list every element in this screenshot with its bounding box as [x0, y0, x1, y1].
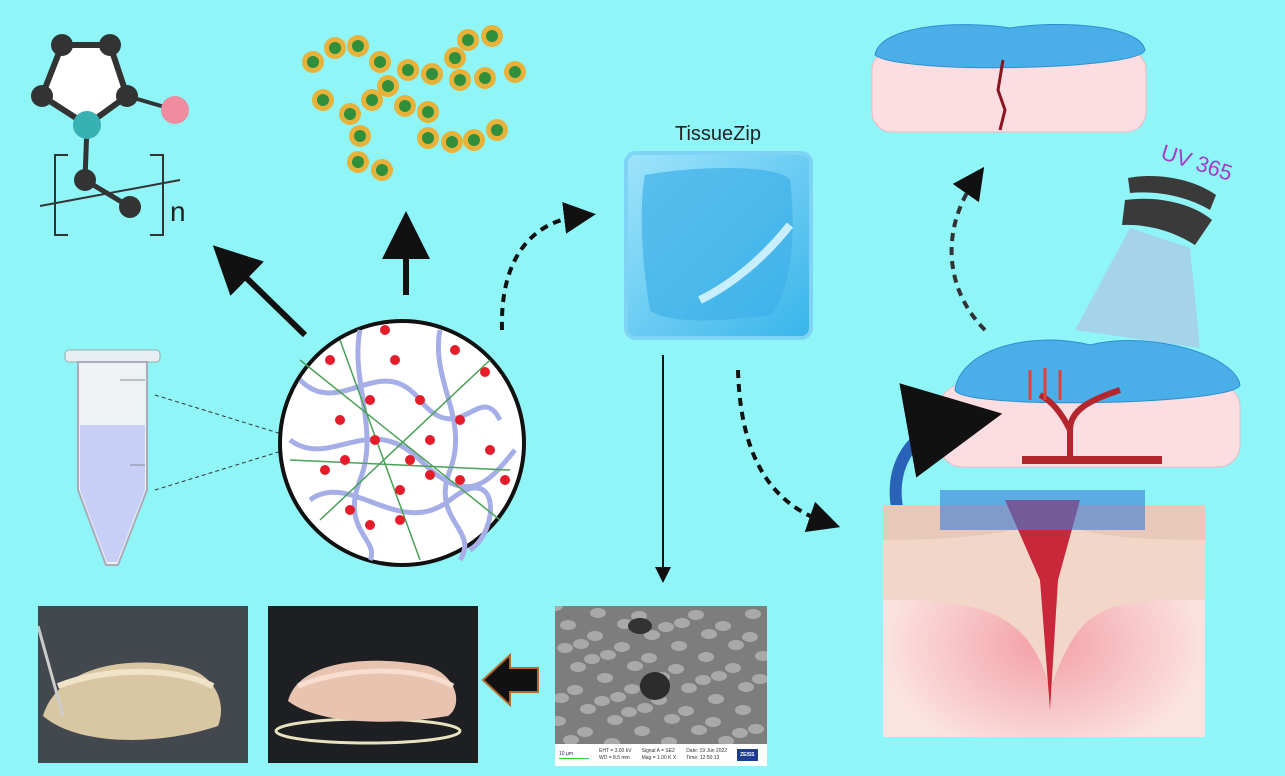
microcentrifuge-tube-icon	[64, 349, 286, 566]
red-particle	[425, 470, 435, 480]
tissue-photo-needle	[38, 606, 248, 763]
gel-on-tissue-icon	[939, 339, 1241, 468]
nanoparticle	[354, 130, 366, 142]
hydrogel-network-icon	[278, 319, 526, 567]
healed-tissue-icon	[871, 24, 1147, 133]
nanoparticle	[462, 34, 474, 46]
nanoparticle	[352, 156, 364, 168]
nanoparticle	[399, 100, 411, 112]
dashed-arrow-to-wound	[736, 369, 841, 533]
red-particle	[340, 455, 350, 465]
uv-lamp-icon	[1075, 175, 1216, 348]
dashed-arrow-to-healed	[949, 166, 987, 332]
nanoparticle	[402, 64, 414, 76]
nanoparticles-icon	[302, 25, 526, 181]
nanoparticle	[454, 74, 466, 86]
nanoparticle	[366, 94, 378, 106]
sem-mag: Mag = 1.00 K X	[641, 755, 677, 761]
nanoparticle	[329, 42, 341, 54]
sem-time: Time: 12:50:13	[686, 755, 720, 761]
red-particle	[390, 355, 400, 365]
red-particle	[365, 395, 375, 405]
nanoparticle	[344, 108, 356, 120]
dashed-arrow-to-tissuezip	[499, 202, 596, 331]
blue-curved-arrow	[889, 383, 1003, 522]
polymer-structure-icon	[31, 34, 189, 236]
nanoparticle	[449, 52, 461, 64]
sem-scale: 10 µm	[559, 751, 573, 757]
nanoparticle	[426, 68, 438, 80]
red-particle	[455, 415, 465, 425]
nanoparticle	[422, 132, 434, 144]
tissuezip-patch-icon	[624, 151, 813, 340]
block-arrow-left	[481, 652, 539, 708]
polymer-repeat-label: n	[170, 196, 186, 227]
sem-wd: WD = 8.5 mm	[599, 755, 630, 761]
red-particle	[415, 395, 425, 405]
red-particle	[425, 435, 435, 445]
nanoparticle	[317, 94, 329, 106]
red-particle	[450, 345, 460, 355]
red-particle	[365, 520, 375, 530]
nanoparticle	[352, 40, 364, 52]
nanoparticle	[382, 80, 394, 92]
nanoparticle	[468, 134, 480, 146]
nanoparticle	[376, 164, 388, 176]
red-particle	[380, 325, 390, 335]
nanoparticle	[509, 66, 521, 78]
red-particle	[480, 367, 490, 377]
red-particle	[370, 435, 380, 445]
red-particle	[485, 445, 495, 455]
nanoparticle	[307, 56, 319, 68]
nanoparticle	[486, 30, 498, 42]
red-particle	[405, 455, 415, 465]
sem-date: Date: 19 Jun 2022	[686, 748, 728, 754]
red-particle	[395, 515, 405, 525]
red-particle	[345, 505, 355, 515]
nanoparticle	[479, 72, 491, 84]
tissuezip-label: TissueZip	[675, 123, 761, 145]
red-particle	[325, 355, 335, 365]
red-particle	[455, 475, 465, 485]
nanoparticle	[374, 56, 386, 68]
skin-wound-section-icon	[883, 490, 1205, 737]
nanoparticle	[422, 106, 434, 118]
sem-eht: EHT = 3.00 kV	[599, 748, 632, 754]
red-particle	[395, 485, 405, 495]
red-particle	[320, 465, 330, 475]
tissue-photo-sealed	[268, 606, 478, 763]
zeiss-logo: ZEISS	[737, 749, 758, 761]
red-particle	[500, 475, 510, 485]
arrow-to-polymer	[212, 245, 308, 338]
sem-signal: Signal A = SE2	[641, 748, 675, 754]
red-particle	[335, 415, 345, 425]
nanoparticle	[446, 136, 458, 148]
nanoparticle	[491, 124, 503, 136]
